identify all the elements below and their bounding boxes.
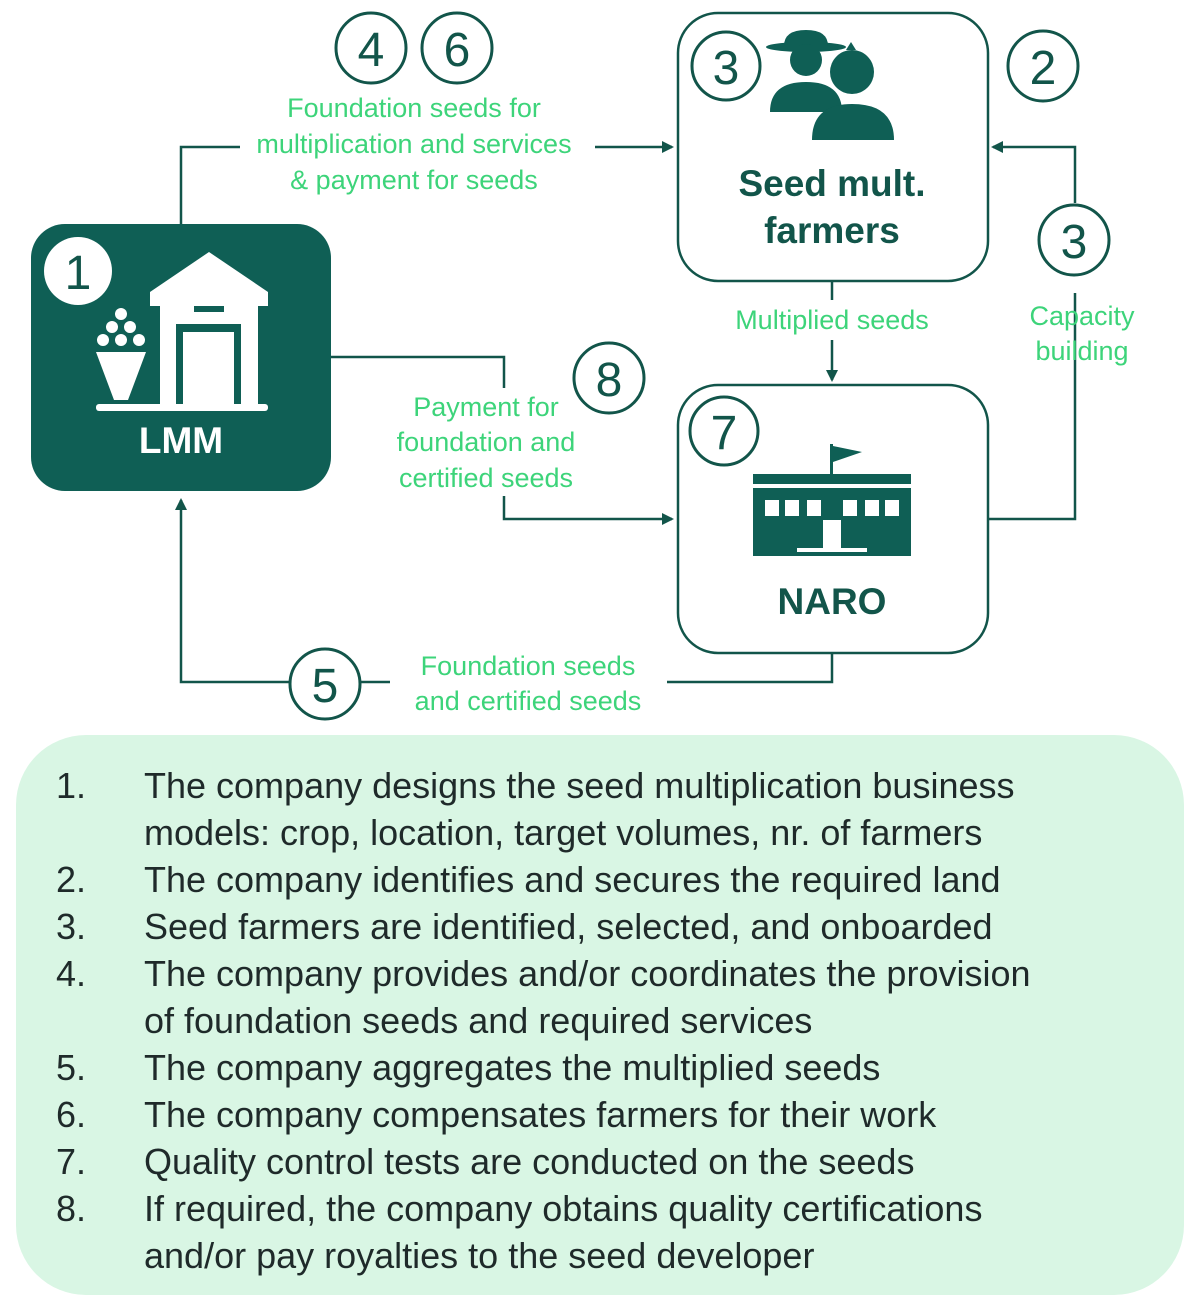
edge-payment-top xyxy=(331,355,506,388)
badge-3-farmers xyxy=(690,30,762,102)
step-number: 1. xyxy=(56,765,87,806)
label-payment-line3: certified seeds xyxy=(399,463,573,493)
step-number: 7. xyxy=(56,1141,87,1182)
edge-capacity-building-top xyxy=(991,141,1077,203)
badge-7 xyxy=(688,395,760,467)
badge-2-label: 2 xyxy=(1030,42,1057,95)
badge-6 xyxy=(420,11,494,85)
edge-seeds-right xyxy=(667,654,834,684)
step-text: The company provides and/or coordinates … xyxy=(144,950,1144,1044)
step-number: 6. xyxy=(56,1094,87,1135)
edge-capacity-building xyxy=(988,293,1077,521)
step-number: 2. xyxy=(56,859,87,900)
badge-1 xyxy=(44,237,112,305)
step-text: Seed farmers are identified, selected, a… xyxy=(144,906,993,947)
steps-panel: 1. The company designs the seed multipli… xyxy=(16,735,1184,1295)
step-text: The company designs the seed multiplicat… xyxy=(144,762,1144,856)
institute-building-icon xyxy=(753,444,911,556)
step-text: The company compensates farmers for thei… xyxy=(144,1094,937,1135)
label-seeds-line1: Foundation seeds xyxy=(421,651,636,681)
badge-3-capacity xyxy=(1037,203,1111,277)
node-farmers[interactable]: 3 Seed mult. farmers xyxy=(676,11,990,283)
node-naro[interactable]: 7 NARO xyxy=(676,383,990,655)
label-multiplied-seeds: Multiplied seeds xyxy=(735,305,929,335)
step-text: Quality control tests are conducted on t… xyxy=(144,1141,915,1182)
node-lmm[interactable]: 1 LMM xyxy=(31,224,331,491)
edge-lmm-to-farmers xyxy=(179,145,240,224)
label-foundation-line1: Foundation seeds for xyxy=(287,93,541,123)
badge-6-label: 6 xyxy=(444,24,471,77)
label-capacity-line1: Capacity xyxy=(1029,301,1135,331)
label-foundation-line2: multiplication and services xyxy=(256,129,571,159)
step-number: 3. xyxy=(56,906,87,947)
edge-labels: Foundation seeds for multiplication and … xyxy=(256,93,1135,716)
badge-5-label: 5 xyxy=(312,660,339,713)
step-text-line2: and/or pay royalties to the seed develop… xyxy=(144,1235,815,1276)
label-payment-line2: foundation and xyxy=(397,427,576,457)
step-text: If required, the company obtains quality… xyxy=(144,1185,1144,1279)
badge-4-label: 4 xyxy=(358,24,385,77)
step-8: 8. If required, the company obtains qual… xyxy=(56,1185,1144,1279)
badge-7-label: 7 xyxy=(711,407,738,460)
badge-8-label: 8 xyxy=(596,354,623,407)
farmers-icon xyxy=(766,30,894,140)
step-text-line1: If required, the company obtains quality… xyxy=(144,1188,983,1229)
step-3: 3. Seed farmers are identified, selected… xyxy=(56,903,1144,950)
farmers-title-line2: farmers xyxy=(764,210,900,251)
badge-5 xyxy=(288,647,362,721)
badge-8 xyxy=(572,341,646,415)
edge-badges: 4 6 2 3 8 5 xyxy=(288,11,1111,721)
label-seeds-line2: and certified seeds xyxy=(415,686,642,716)
flow-diagram: 1 LMM 3 xyxy=(31,11,1135,721)
step-text: The company identifies and secures the r… xyxy=(144,859,1001,900)
step-6: 6. The company compensates farmers for t… xyxy=(56,1091,1144,1138)
label-foundation-line3: & payment for seeds xyxy=(290,165,538,195)
edge-seeds-left xyxy=(175,498,290,684)
step-number: 4. xyxy=(56,953,87,994)
step-number: 5. xyxy=(56,1047,87,1088)
label-payment-line1: Payment for xyxy=(413,392,559,422)
steps-list: 1. The company designs the seed multipli… xyxy=(56,762,1144,1279)
warehouse-grain-icon xyxy=(96,252,268,411)
step-5: 5. The company aggregates the multiplied… xyxy=(56,1044,1144,1091)
step-text: The company aggregates the multiplied se… xyxy=(144,1047,881,1088)
step-text-line1: The company provides and/or coordinates … xyxy=(144,953,1031,994)
lmm-title: LMM xyxy=(139,420,223,461)
step-number: 8. xyxy=(56,1188,87,1229)
badge-4 xyxy=(334,11,408,85)
badge-3-capacity-label: 3 xyxy=(1061,216,1088,269)
edge-payment-bottom xyxy=(502,496,674,525)
badge-2 xyxy=(1006,29,1080,103)
badge-1-label: 1 xyxy=(65,247,92,300)
naro-title: NARO xyxy=(778,581,887,622)
step-text-line2: models: crop, location, target volumes, … xyxy=(144,812,983,853)
step-text-line2: of foundation seeds and required service… xyxy=(144,1000,813,1041)
badge-3-farmers-label: 3 xyxy=(713,42,740,95)
step-2: 2. The company identifies and secures th… xyxy=(56,856,1144,903)
farmers-title-line1: Seed mult. xyxy=(738,163,925,204)
step-text-line1: The company designs the seed multiplicat… xyxy=(144,765,1015,806)
step-7: 7. Quality control tests are conducted o… xyxy=(56,1138,1144,1185)
label-capacity-line2: building xyxy=(1035,336,1128,366)
connector-lines xyxy=(175,141,1077,684)
step-1: 1. The company designs the seed multipli… xyxy=(56,762,1144,856)
step-4: 4. The company provides and/or coordinat… xyxy=(56,950,1144,1044)
